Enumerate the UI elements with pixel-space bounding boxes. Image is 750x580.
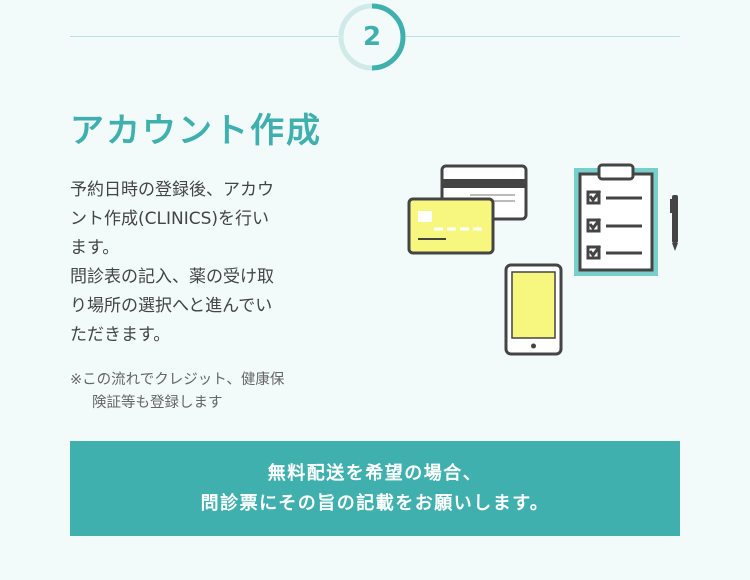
description-line: り場所の選択へと進んでい bbox=[70, 296, 273, 316]
banner-line: 無料配送を希望の場合、 bbox=[267, 462, 483, 484]
clipboard-checklist-icon bbox=[574, 163, 658, 276]
credit-card-icon bbox=[407, 197, 495, 255]
smartphone-icon bbox=[504, 263, 563, 356]
section-title: アカウント作成 bbox=[70, 111, 322, 151]
step-number: 2 bbox=[362, 22, 382, 52]
step-indicator: 2 bbox=[337, 2, 407, 72]
step-progress-ring bbox=[338, 3, 406, 71]
note-line: 険証等も登録します bbox=[92, 395, 223, 411]
free-delivery-banner: 無料配送を希望の場合、 問診票にその旨の記載をお願いします。 bbox=[70, 441, 680, 536]
documents-illustration bbox=[400, 155, 700, 365]
description-line: 予約日時の登録後、アカウ bbox=[70, 180, 274, 200]
description-line: ント作成(CLINICS)を行い bbox=[70, 209, 270, 229]
description-line: 問診表の記入、薬の受け取 bbox=[70, 267, 274, 287]
section-description: 予約日時の登録後、アカウ ント作成(CLINICS)を行い ます。 問診表の記入… bbox=[70, 176, 370, 350]
banner-line: 問診票にその旨の記載をお願いします。 bbox=[200, 492, 550, 514]
description-line: ます。 bbox=[70, 238, 120, 258]
pen-icon bbox=[670, 195, 678, 251]
description-line: ただきます。 bbox=[70, 325, 171, 345]
note-line: ※この流れでクレジット、健康保 bbox=[70, 372, 285, 388]
registration-note: ※この流れでクレジット、健康保 険証等も登録します bbox=[70, 369, 370, 415]
